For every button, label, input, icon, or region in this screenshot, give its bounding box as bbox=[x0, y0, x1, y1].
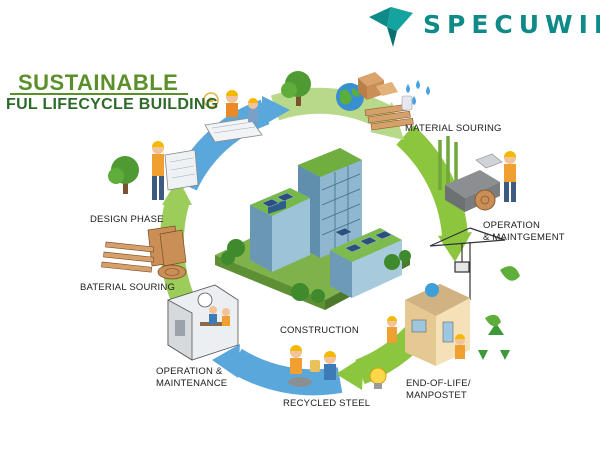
label-operation-maintgement-2: & MAINTGEMENT bbox=[483, 232, 565, 243]
label-material-souring: MATERIAL SOURING bbox=[405, 123, 502, 134]
design-phase-illustration bbox=[108, 90, 263, 200]
material-sourcing-illustration bbox=[281, 71, 430, 131]
label-operation-maintgement-1: OPERATION bbox=[483, 220, 541, 231]
label-construction: CONSTRUCTION bbox=[280, 325, 359, 336]
specuwin-logo-icon bbox=[369, 7, 413, 47]
title-underline bbox=[10, 93, 188, 95]
timber-stack-illustration bbox=[101, 225, 187, 280]
maintenance-room-illustration bbox=[167, 284, 239, 361]
recycled-steel-illustration bbox=[288, 345, 336, 387]
bamboo-stack-illustration bbox=[438, 136, 516, 212]
label-design-phase: DESIGN PHASE bbox=[90, 214, 164, 225]
cycle-arrowheads bbox=[162, 96, 472, 390]
label-operation-maintenance-2: MAINTENANCE bbox=[156, 378, 228, 389]
label-baterial-souring: BATERIAL SOURING bbox=[80, 282, 176, 293]
label-operation-maintenance-1: OPERATION & bbox=[156, 366, 223, 377]
label-recycled-steel: RECYCLED STEEL bbox=[283, 398, 371, 409]
central-building-illustration bbox=[215, 148, 411, 310]
label-end-of-life-2: MANPOSTET bbox=[406, 390, 467, 401]
brand-name: SPECUWIN bbox=[423, 10, 600, 39]
label-end-of-life-1: END-OF-LIFE/ bbox=[406, 378, 471, 389]
end-of-life-building-illustration bbox=[369, 266, 520, 389]
crane-illustration bbox=[429, 227, 506, 300]
title-line-1: SUSTAINABLE bbox=[18, 70, 179, 95]
title-line-2: FUL LIFECYCLE BUILDING bbox=[6, 96, 219, 113]
